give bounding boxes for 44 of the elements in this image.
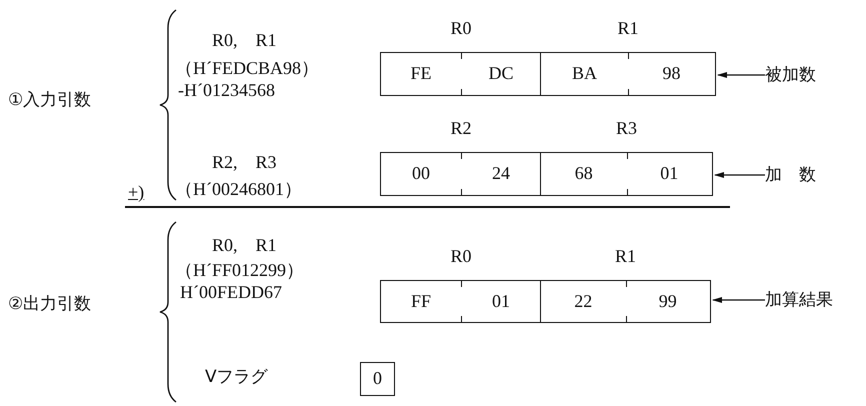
result-label: 加 数 [765, 162, 845, 188]
section-heading: ②出力引数 [8, 293, 92, 315]
byte-value: 01 [659, 162, 680, 185]
flag-name: Vフラグ [205, 366, 268, 388]
byte-value: 99 [658, 290, 678, 313]
result-label: 被加数 [765, 62, 845, 88]
register-name: R3 [614, 118, 638, 139]
register-pair: R0, R1 [212, 29, 277, 52]
section-heading: ①入力引数 [8, 89, 92, 111]
register-pair: R0, R1 [212, 234, 277, 257]
register-box [540, 280, 711, 323]
result-label: 加算結果 [765, 287, 855, 313]
hex-value: H´00FEDD67 [180, 282, 282, 303]
byte-value: FE [409, 62, 432, 85]
register-name: R0 [449, 18, 472, 39]
hex-value: （H´FF012299） [175, 259, 304, 282]
register-name: R2 [449, 118, 472, 139]
hex-value: -H´01234568 [178, 80, 275, 101]
byte-value: 0 [372, 367, 383, 390]
byte-value: 22 [573, 290, 594, 313]
register-box [380, 280, 542, 323]
register-box [540, 52, 716, 96]
register-box [380, 152, 542, 196]
hex-value: （H´00246801） [175, 178, 302, 201]
arrow [712, 297, 765, 303]
plus-sign: +) [128, 182, 144, 203]
byte-value: 01 [491, 290, 511, 313]
hex-value: （H´FEDCBA98） [175, 57, 320, 80]
byte-value: DC [487, 62, 514, 85]
byte-value: BA [570, 62, 598, 85]
byte-value: 98 [662, 62, 682, 85]
register-pair: R2, R3 [212, 151, 277, 174]
register-name: R1 [614, 246, 637, 267]
byte-value: 24 [491, 162, 511, 185]
byte-value: 68 [574, 162, 594, 185]
arrow [717, 72, 765, 78]
flag-register [360, 362, 395, 396]
register-box [380, 52, 542, 96]
register-name: R0 [449, 246, 472, 267]
byte-value: 00 [411, 162, 431, 185]
register-box [540, 152, 713, 196]
byte-value: FF [410, 290, 432, 313]
register-name: R1 [616, 18, 640, 39]
arrow [714, 172, 765, 178]
